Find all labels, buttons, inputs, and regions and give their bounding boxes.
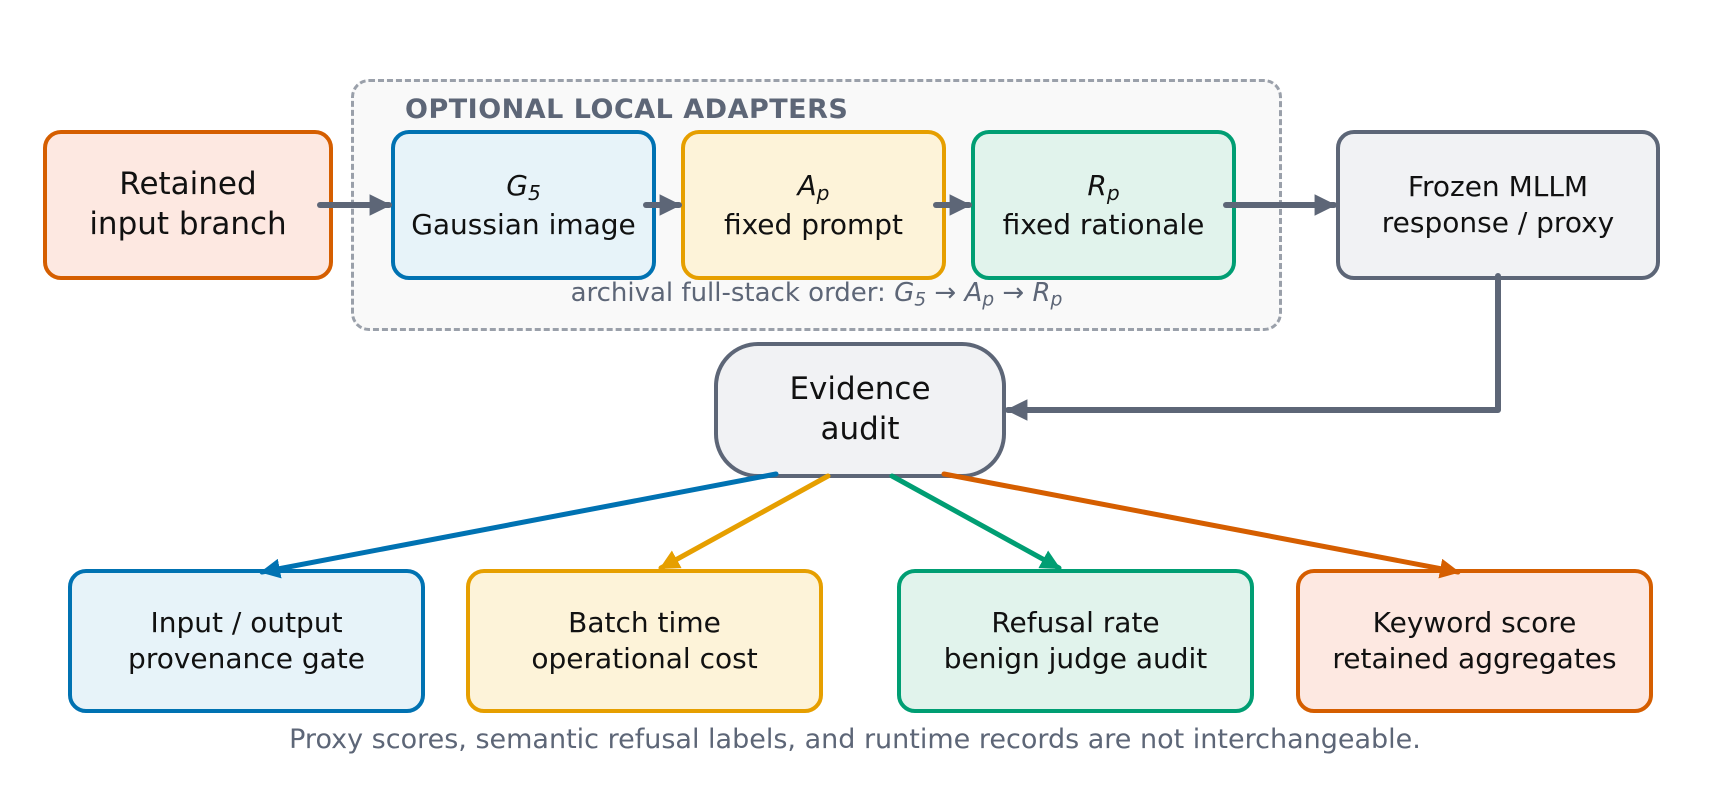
provenance-line1: Input / output (150, 606, 343, 640)
batch-line1: Batch time (568, 606, 721, 640)
adapters-title: OPTIONAL LOCAL ADAPTERS (405, 94, 849, 125)
prompt-label: fixed prompt (723, 207, 904, 241)
keyword-line1: Keyword score (1372, 606, 1577, 640)
refusal-rate-node: Refusal rate benign judge audit (897, 569, 1254, 713)
evidence-audit-node: Evidence audit (714, 342, 1006, 478)
refusal-line2: benign judge audit (943, 642, 1208, 675)
rationale-symbol: Rp (1087, 168, 1120, 205)
arrow-mllm-to-audit (1005, 273, 1501, 421)
provenance-gate-node: Input / output provenance gate (68, 569, 425, 713)
retained-input-node: Retained input branch (43, 130, 333, 280)
frozen-mllm-node: Frozen MLLM response / proxy (1336, 130, 1660, 280)
arrow-audit-to-keyword (941, 471, 1461, 579)
arrow-audit-to-batch (658, 473, 831, 571)
keyword-line2: retained aggregates (1332, 642, 1617, 675)
audit-line1: Evidence (789, 371, 931, 408)
mllm-line1: Frozen MLLM (1407, 170, 1589, 204)
audit-line2: audit (820, 411, 900, 447)
fixed-prompt-node: Ap fixed prompt (681, 130, 946, 280)
fixed-rationale-node: Rp fixed rationale (971, 130, 1236, 280)
footer-note: Proxy scores, semantic refusal labels, a… (289, 724, 1421, 755)
arrow-audit-to-provenance (259, 471, 779, 579)
retained-line2: input branch (89, 206, 287, 242)
archival-order-note: archival full-stack order: G5 → Ap → Rp (570, 278, 1063, 311)
gaussian-symbol: G5 (506, 168, 541, 205)
batch-time-node: Batch time operational cost (466, 569, 823, 713)
arrow-audit-to-refusal (889, 473, 1062, 571)
gaussian-image-node: G5 Gaussian image (391, 130, 656, 280)
batch-line2: operational cost (531, 642, 758, 675)
retained-line1: Retained (119, 166, 257, 203)
rationale-label: fixed rationale (1002, 207, 1205, 241)
keyword-score-node: Keyword score retained aggregates (1296, 569, 1653, 713)
refusal-line1: Refusal rate (991, 606, 1160, 640)
provenance-line2: provenance gate (128, 642, 365, 675)
gaussian-label: Gaussian image (411, 207, 636, 241)
mllm-line2: response / proxy (1381, 206, 1615, 239)
prompt-symbol: Ap (797, 168, 830, 205)
